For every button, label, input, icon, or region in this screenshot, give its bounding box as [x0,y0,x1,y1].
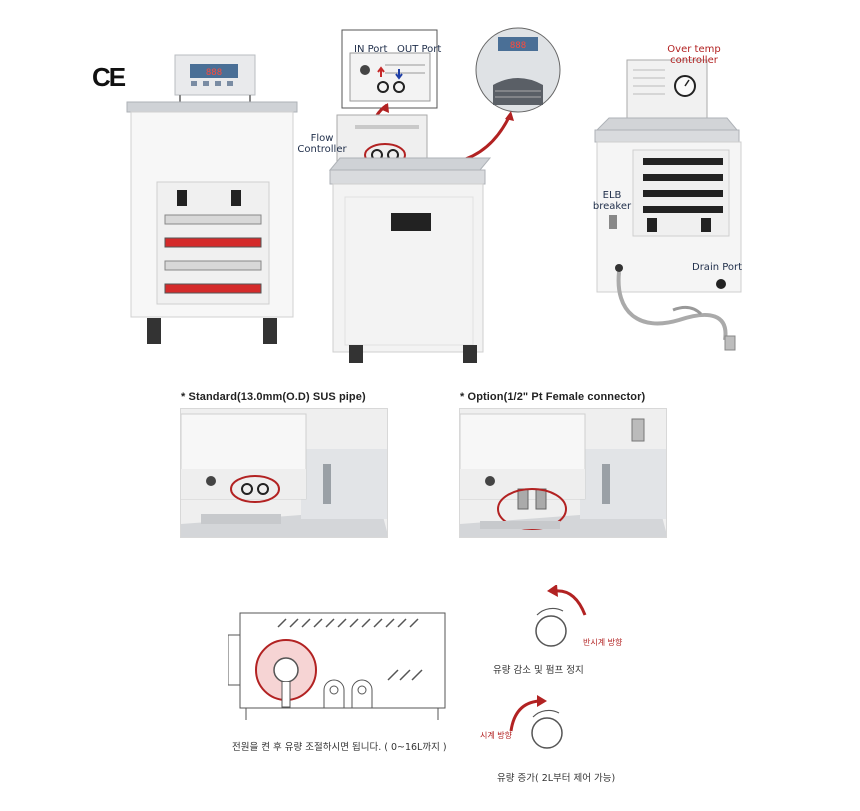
label-elb-breaker: ELB breaker [590,190,634,212]
ccw-description: 유량 감소 및 펌프 정지 [493,665,584,676]
label-flow-line2: Controller [297,144,347,155]
cw-description: 유량 증가( 2L부터 제어 가능) [497,773,616,784]
cw-knob-diagram [509,695,563,749]
label-over-temp: Over temp controller [652,44,736,66]
label-over-temp-line1: Over temp [667,44,721,55]
label-in-port: IN Port [354,44,388,55]
label-elb-line1: ELB [602,190,622,201]
svg-text:888: 888 [206,68,222,78]
label-drain-port: Drain Port [692,262,743,273]
cw-direction-label: 시계 방향 [480,731,512,740]
label-over-temp-line2: controller [670,55,718,66]
product-front-view: 888 [126,54,298,344]
option-photo [459,408,667,538]
ce-mark: CE [92,62,126,92]
product-side-view [594,59,742,351]
option-caption: * Option(1/2" Pt Female connector) [460,391,646,403]
ccw-direction-label: 반시계 방향 [583,638,623,647]
product-angled-view: 888 [328,27,561,363]
label-flow-controller: Flow Controller [296,133,348,155]
label-flow-line1: Flow [310,133,334,144]
label-out-port: OUT Port [397,44,442,55]
standard-caption: * Standard(13.0mm(O.D) SUS pipe) [181,391,366,403]
label-elb-line2: breaker [592,201,632,212]
flow-knob-diagram [228,612,446,720]
instruction-main-text: 전원을 켠 후 유량 조절하시면 됩니다. ( 0~16L까지 ) [232,742,447,753]
ccw-knob-diagram [535,585,587,647]
svg-text:888: 888 [510,41,526,51]
standard-photo [180,408,388,538]
